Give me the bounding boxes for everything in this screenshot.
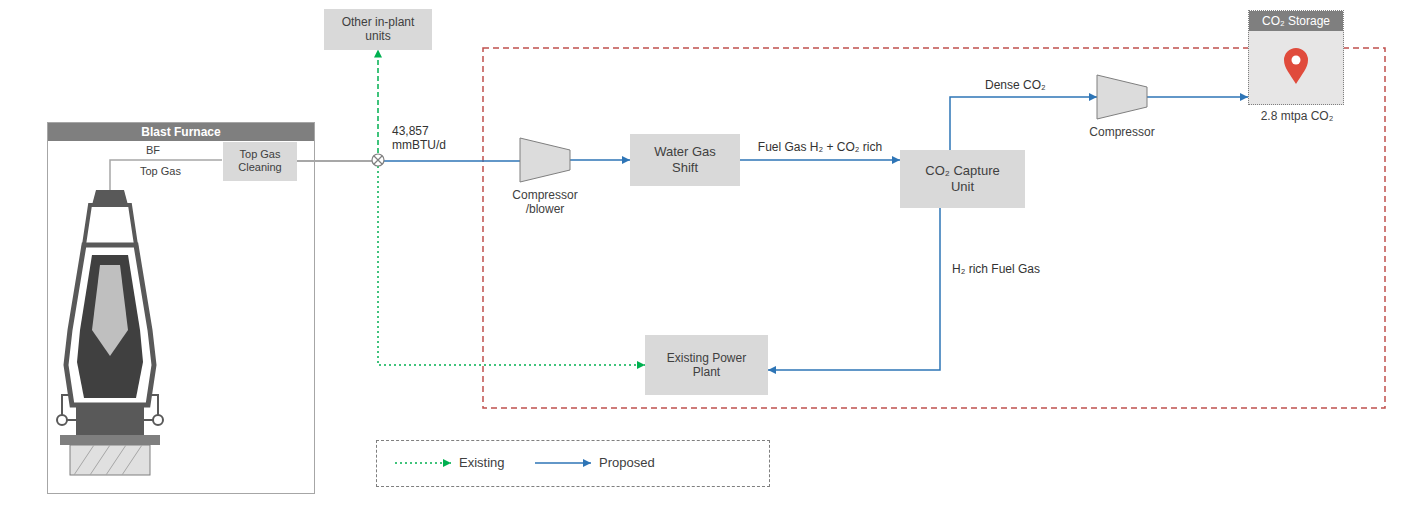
box-label: Top Gas Cleaning: [228, 148, 292, 174]
edge-label: Fuel Gas H₂ + CO₂ rich: [745, 140, 895, 154]
furnace-shell: [66, 245, 154, 405]
connector: [1147, 97, 1248, 98]
legend-label: Existing: [459, 455, 505, 471]
legend-label: Proposed: [599, 455, 655, 471]
compressor-symbol: Compressor /blower: [520, 138, 570, 182]
panel-header: Blast Furnace: [48, 123, 314, 141]
storage-box: CO₂ Storage2.8 mtpa CO₂: [1248, 10, 1344, 105]
connector: [740, 160, 900, 161]
connector: [768, 208, 940, 370]
process-box: CO₂ Capture Unit: [900, 150, 1025, 208]
storage-body: [1248, 30, 1344, 105]
connector-trunk: [297, 160, 378, 162]
connector-line: [378, 161, 645, 365]
legend-item: Existing: [395, 455, 505, 471]
connector-line: [768, 208, 940, 370]
connector: [297, 161, 520, 162]
connector-trunk: [297, 160, 378, 162]
box-label: Water Gas Shift: [640, 144, 730, 175]
base-hatch: [74, 445, 142, 475]
process-box: Existing Power Plant: [645, 335, 768, 395]
line-label: BF: [146, 143, 160, 157]
legend-item: Proposed: [535, 455, 655, 471]
blast-furnace-panel: Blast FurnaceTop Gas Cleaning: [47, 122, 315, 494]
furnace-throat: [84, 205, 136, 245]
connector-line: [377, 50, 379, 162]
furnace-core: [92, 265, 128, 356]
tuyere: [57, 415, 67, 425]
tuyere: [153, 415, 163, 425]
edge-label: H₂ rich Fuel Gas: [952, 262, 1082, 276]
tuyere-pipes: [62, 395, 158, 420]
process-box: Other in-plant units: [324, 9, 432, 50]
connector-line: [740, 159, 900, 161]
legend-line: [395, 462, 451, 464]
line-label: Top Gas: [140, 164, 181, 178]
top-gas-line: [110, 160, 222, 190]
connector-line: [378, 160, 520, 162]
edge-label: 43,857 mmBTU/d: [392, 124, 458, 152]
legend-line: [535, 462, 591, 464]
furnace-hearth: [76, 405, 144, 435]
compressor-label: Compressor: [1077, 125, 1167, 139]
furnace-base: [70, 445, 150, 475]
furnace-platform: [60, 435, 160, 445]
compressor-label: Compressor /blower: [505, 188, 585, 217]
legend-sample: [535, 457, 593, 469]
connector: [570, 160, 630, 161]
connector-line: [1147, 96, 1248, 98]
compressor-outline: [520, 138, 570, 182]
connector: [950, 97, 1097, 150]
connector: [297, 161, 645, 365]
blast-furnace-illustration: [57, 160, 222, 475]
connector-trunk: [297, 160, 378, 162]
process-box: Top Gas Cleaning: [223, 142, 297, 181]
compressor-outline: [1097, 75, 1147, 119]
storage-header: CO₂ Storage: [1249, 11, 1343, 31]
connector-line: [950, 97, 1097, 150]
legend-box: Existing Proposed: [376, 440, 770, 487]
pin-dot: [1292, 56, 1301, 65]
box-label: CO₂ Capture Unit: [914, 163, 1011, 194]
edge-label: Dense CO₂: [985, 78, 1075, 92]
furnace-burden: [77, 255, 143, 398]
storage-capacity: 2.8 mtpa CO₂: [1229, 109, 1365, 123]
legend-sample: [395, 457, 453, 469]
furnace-top: [92, 190, 128, 205]
connector-line: [570, 159, 630, 161]
box-label: Existing Power Plant: [655, 351, 758, 380]
junction-symbol: [372, 154, 384, 166]
compressor-symbol: Compressor: [1097, 75, 1147, 119]
compressor-shape: [520, 138, 570, 182]
box-label: Other in-plant units: [332, 15, 424, 44]
process-box: Water Gas Shift: [630, 134, 740, 186]
connector: [297, 50, 378, 162]
location-pin: [1284, 48, 1308, 84]
compressor-shape: [1097, 75, 1147, 119]
